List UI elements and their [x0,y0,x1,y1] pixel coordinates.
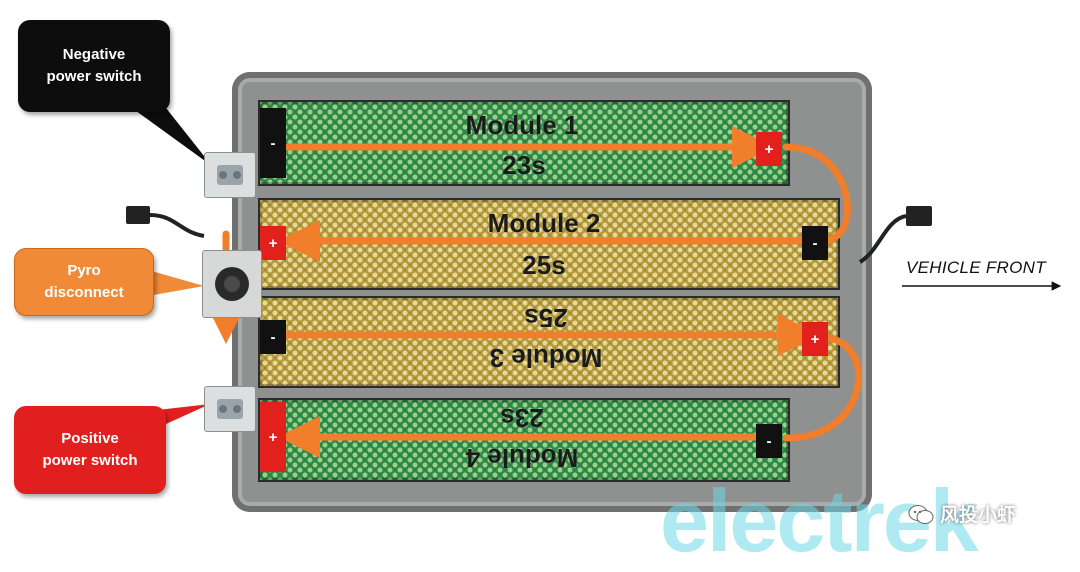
module-3-series: 25s [524,303,568,333]
arrow-u-turn-3-4 [782,334,863,442]
module-4-positive-terminal: + [260,402,286,472]
positive-power-switch-label: Positive power switch [42,430,138,469]
positive-power-switch-icon [204,386,256,432]
arrow-u-turn-1-2 [782,143,851,244]
module-1 [258,100,790,186]
negative-callout-pointer [132,108,212,166]
pyro-callout-pointer [148,270,204,296]
wechat-account-badge: 风投小虾 [908,500,1016,527]
module-4-series: 23s [500,403,544,433]
pyro-fuse-icon [202,250,262,318]
module-3-negative-terminal: - [260,320,286,354]
module-3-label: Module 3 [489,343,603,373]
module-4-negative-terminal: - [756,424,782,458]
module-2-negative-terminal: - [802,226,828,260]
vehicle-front-label: VEHICLE FRONT [906,258,1046,277]
current-arrows [205,126,863,458]
module-3 [258,296,840,388]
module-2-label: Module 2 [487,208,601,238]
positive-power-switch-callout: Positive power switch [14,406,166,494]
negative-power-switch-icon [204,152,256,198]
module-4-label: Module 4 [465,443,579,473]
wechat-icon [908,504,934,524]
module-2-positive-terminal: + [260,226,286,260]
negative-power-switch-callout: Negative power switch [18,20,170,112]
pyro-disconnect-callout: Pyro disconnect [14,248,154,316]
module-1-label: Module 1 [465,110,579,140]
negative-power-switch-label: Negative power switch [46,46,142,85]
account-name: 风投小虾 [940,505,1017,526]
module-2-series: 25s [522,250,566,280]
module-1-negative-terminal: - [260,108,286,178]
module-1-positive-terminal: + [756,132,782,166]
left-connector-icon [126,206,205,238]
battery-pack-diagram: Module 1 23s Module 2 25s 25s Module 3 2… [14,20,1062,570]
module-3-positive-terminal: + [802,322,828,356]
pyro-disconnect-label: Pyro disconnect [44,262,124,301]
right-connector-icon [858,206,932,264]
module-1-series: 23s [502,150,546,180]
